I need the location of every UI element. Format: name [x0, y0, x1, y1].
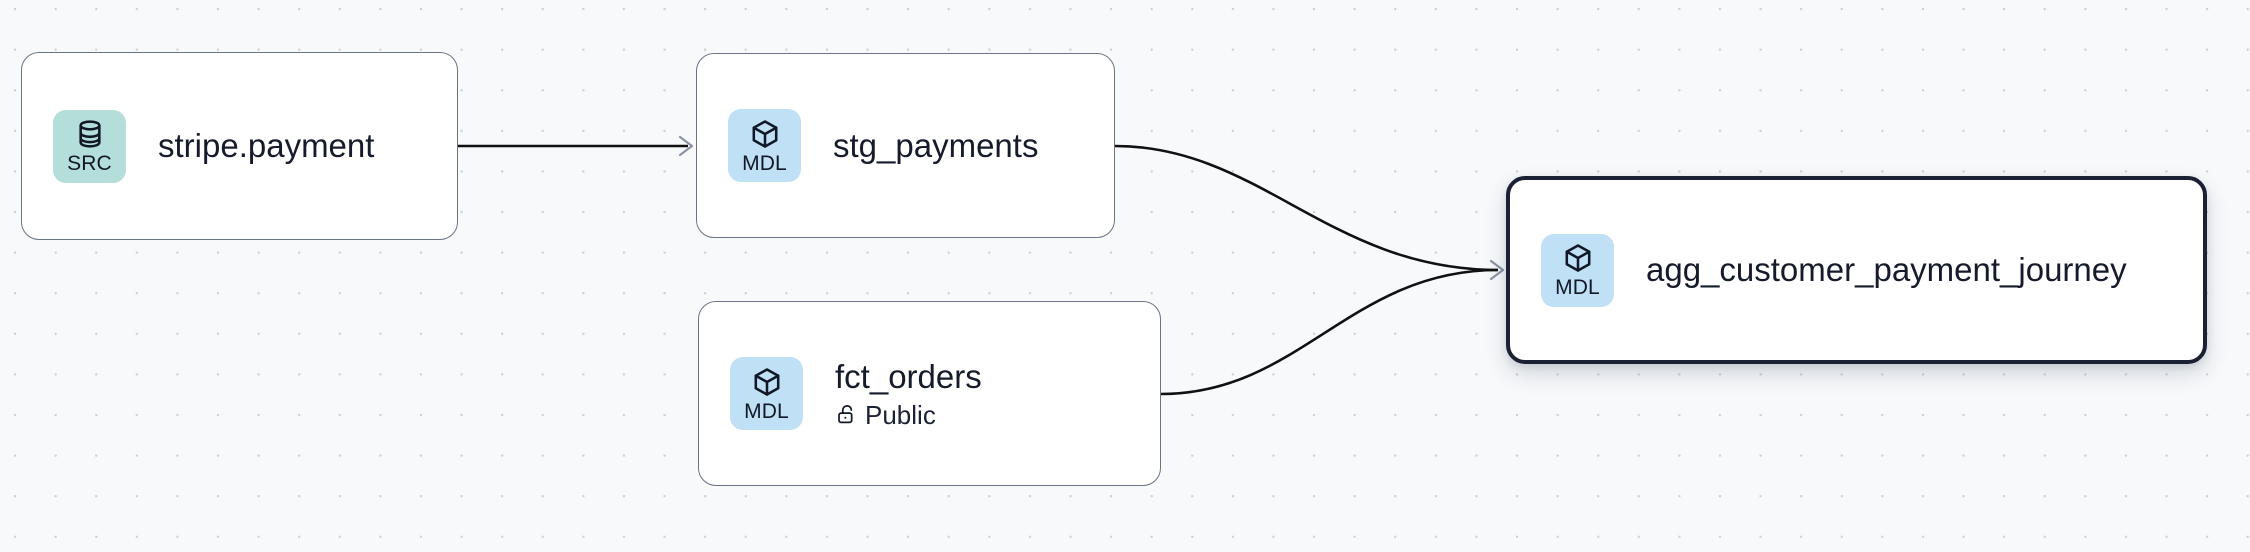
node-body: agg_customer_payment_journey: [1646, 251, 2127, 289]
cube-icon: [749, 118, 781, 150]
node-body: stripe.payment: [158, 127, 374, 165]
node-type-badge-label: MDL: [1555, 276, 1600, 299]
cube-icon: [751, 366, 783, 398]
edge-stg-payments-to-agg-customer-payment-journey: [1114, 144, 1499, 272]
node-visibility: Public: [835, 400, 982, 430]
node-type-badge-label: MDL: [742, 151, 787, 175]
lineage-node-fct-orders[interactable]: MDL fct_orders Public: [698, 301, 1161, 486]
unlock-icon: [835, 403, 858, 426]
node-title: stg_payments: [833, 126, 1039, 164]
database-icon: [74, 118, 106, 150]
node-type-badge-src: SRC: [53, 109, 126, 183]
arrowhead-stg-payments: [678, 135, 694, 157]
arrowhead-agg-customer-payment-journey: [1489, 259, 1505, 281]
node-body: fct_orders Public: [835, 358, 982, 430]
node-title: agg_customer_payment_journey: [1646, 251, 2127, 288]
node-type-badge-mdl: MDL: [728, 109, 801, 182]
node-visibility-label: Public: [865, 399, 936, 430]
node-type-badge-label: MDL: [744, 399, 789, 423]
node-body: stg_payments: [833, 127, 1038, 165]
node-title: stripe.payment: [158, 127, 375, 164]
edge-fct-orders-to-agg-customer-payment-journey: [1160, 268, 1499, 396]
cube-icon: [1562, 242, 1594, 274]
lineage-node-stg-payments[interactable]: MDL stg_payments: [696, 53, 1115, 238]
lineage-node-agg-customer-payment-journey[interactable]: MDL agg_customer_payment_journey: [1506, 176, 2207, 364]
node-type-badge-label: SRC: [67, 152, 112, 175]
lineage-node-stripe-payment[interactable]: SRC stripe.payment: [21, 52, 458, 240]
node-type-badge-mdl: MDL: [730, 357, 803, 430]
node-title: fct_orders: [835, 357, 982, 395]
node-type-badge-mdl: MDL: [1541, 233, 1614, 307]
